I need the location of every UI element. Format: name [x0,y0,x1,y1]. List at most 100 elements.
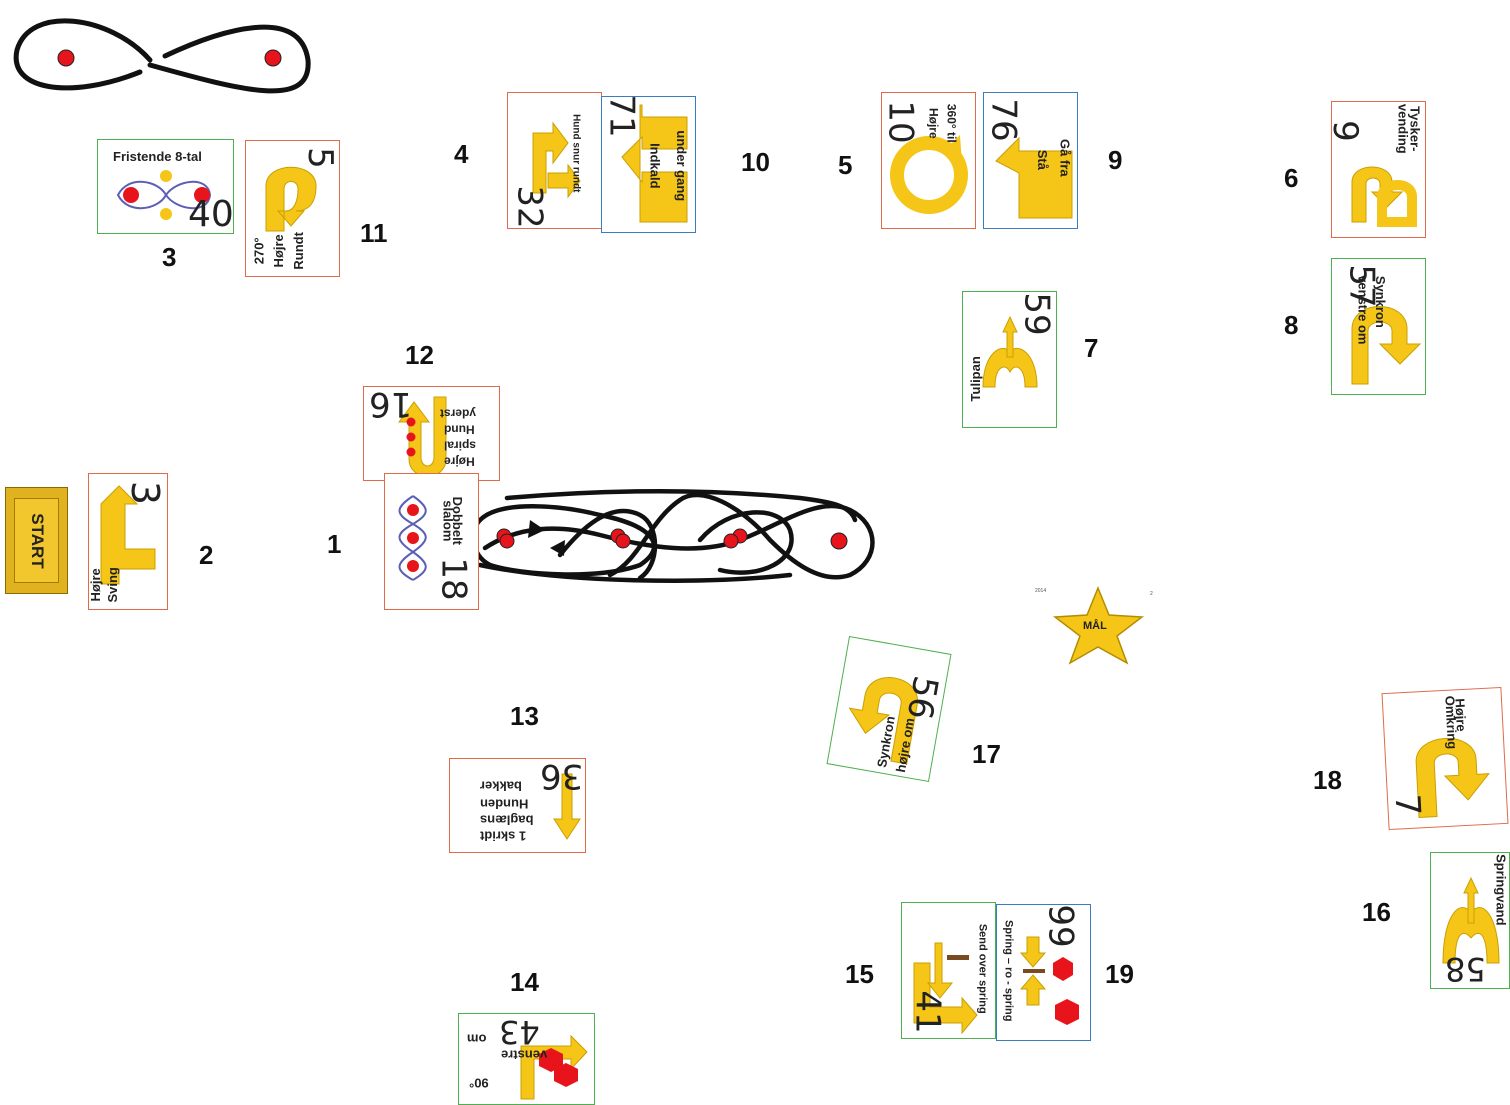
station-number: 7 [1084,333,1099,363]
exercise-card-18[interactable]: 18 Dobbelt slalom [384,473,479,610]
cone-marker [57,49,75,67]
card-number: 3 [123,480,168,506]
sync-left-arrow-icon [1351,306,1422,385]
tulip-arrow-icon [982,315,1038,388]
finish-star-icon [1052,586,1145,665]
card-title: Springvand [1493,854,1509,926]
card-number: 40 [188,194,234,234]
cone-marker [264,49,282,67]
double-slalom-icon [398,495,427,581]
card-label-line: Højre [270,234,286,268]
station-number: 17 [972,739,1001,769]
card-label-line: Rundt [290,232,306,270]
figure-eight-drawing [13,18,311,94]
card-title: Hund snur rundt [570,114,582,193]
card-label-line: spiral [444,438,477,453]
card-label-line: vending [1395,103,1411,154]
card-label-line: Hunden [480,796,529,812]
exercise-card-59[interactable]: 59 Tulipan [962,291,1057,428]
card-number: 32 [509,185,550,229]
card-label-line: 1 skridt [480,828,527,844]
station-number: 13 [510,701,539,731]
card-number: 10 [881,100,921,144]
exercise-card-5[interactable]: 5 270° Højre Rundt [245,140,340,277]
sync-right-arrow-icon [848,677,918,765]
station-number: 19 [1105,959,1134,989]
exercise-card-56[interactable]: 56 Synkron højre om [826,635,952,783]
card-label-line: Højre [88,568,103,602]
exercise-card-3[interactable]: 3 Højre Sving [88,473,168,610]
loop-arrow-icon [265,166,317,232]
card-label-line: Højre [444,454,475,469]
exercise-card-32[interactable]: Hund snur rundt 32 [507,92,602,229]
card-number: 56 [898,672,946,723]
card-number: 9 [1332,120,1365,142]
spiral-arrow-icon [398,396,447,477]
card-label-line: venstre [501,1047,548,1063]
card-label-line: bakker [480,778,522,794]
exercise-card-57[interactable]: 57 Synkron venstre om [1331,258,1426,395]
card-title: Spring – ro - spring [1002,920,1015,1022]
station-number: 16 [1362,897,1391,927]
about-turn-arrow-icon [1415,737,1490,818]
backward-step-arrow-icon [553,773,581,840]
station-number: 9 [1108,145,1123,175]
card-id: 2 [1150,591,1153,597]
circle-arrow-icon [890,135,968,214]
exercise-card-76[interactable]: 76 Stå Gå fra [983,92,1078,229]
start-label: START [27,512,47,569]
slalom-path-drawing [471,489,875,583]
station-number: 18 [1313,765,1342,795]
exercise-card-40[interactable]: Fristende 8-tal 40 [97,139,234,234]
card-number: 71 [601,96,642,138]
exercise-card-99[interactable]: 99 Spring – ro - spring [996,904,1091,1041]
station-number: 8 [1284,310,1299,340]
card-number: 16 [369,386,413,424]
right-turn-arrow-icon [100,485,156,585]
card-number: 7 [1386,793,1428,817]
station-number: 15 [845,959,874,989]
exercise-card-16[interactable]: 16 Højre spiral Hund yderst [363,386,500,481]
station-number: 2 [199,540,214,570]
card-label-line: 270° [251,237,267,265]
card-label-line: venstre om [1355,275,1371,345]
cone-marker [499,533,515,549]
card-number: 59 [1016,292,1057,336]
exercise-card-71[interactable]: 71 Indkald under gang [601,96,696,233]
exercise-card-7[interactable]: 7 Højre Omkring [1381,686,1509,831]
arrowhead [528,520,545,538]
card-label-line: slalom [440,500,456,542]
recall-arrow-icon [621,104,688,223]
exercise-card-43[interactable]: 43 90° venstre om [458,1013,595,1105]
fountain-arrow-icon [1442,876,1500,964]
card-label-line: Sving [104,567,120,603]
card-label-line: Indkald [647,143,663,189]
exercise-card-41[interactable]: 41 Send over spring [901,902,996,1039]
station-number: 4 [454,139,469,169]
card-label-line: yderst [440,406,477,421]
card-id: 2014 [1035,588,1047,594]
cone-marker [615,533,631,549]
station-number: 11 [360,218,388,248]
card-label-line: Højre [926,107,941,139]
send-over-jump-icon [913,942,978,1035]
stand-arrow-icon [995,136,1073,219]
card-title: Fristende 8-tal [113,149,202,164]
station-number: 6 [1284,163,1299,193]
station-number: 10 [741,147,770,177]
card-label-line: Gå fra [1057,139,1073,177]
exercise-card-58[interactable]: 58 Springvand [1430,852,1510,989]
left-turn-stop-icon [520,1034,588,1100]
card-number: 41 [907,990,948,1034]
card-number: 5 [299,147,340,169]
card-label-line: Hund [444,422,475,437]
exercise-card-10[interactable]: 10 360° til Højre [881,92,976,229]
exercise-card-36[interactable]: 36 1 skridt baglæns Hunden bakker [449,758,586,853]
card-title: Tulipan [967,356,983,402]
card-number: 99 [1040,904,1081,948]
card-label-line: 360° til [944,103,959,143]
card-label-line: Synkron [1372,275,1388,328]
card-label-line: Stå [1034,149,1050,170]
exercise-card-9[interactable]: 9 Tysker- vending [1331,101,1426,238]
